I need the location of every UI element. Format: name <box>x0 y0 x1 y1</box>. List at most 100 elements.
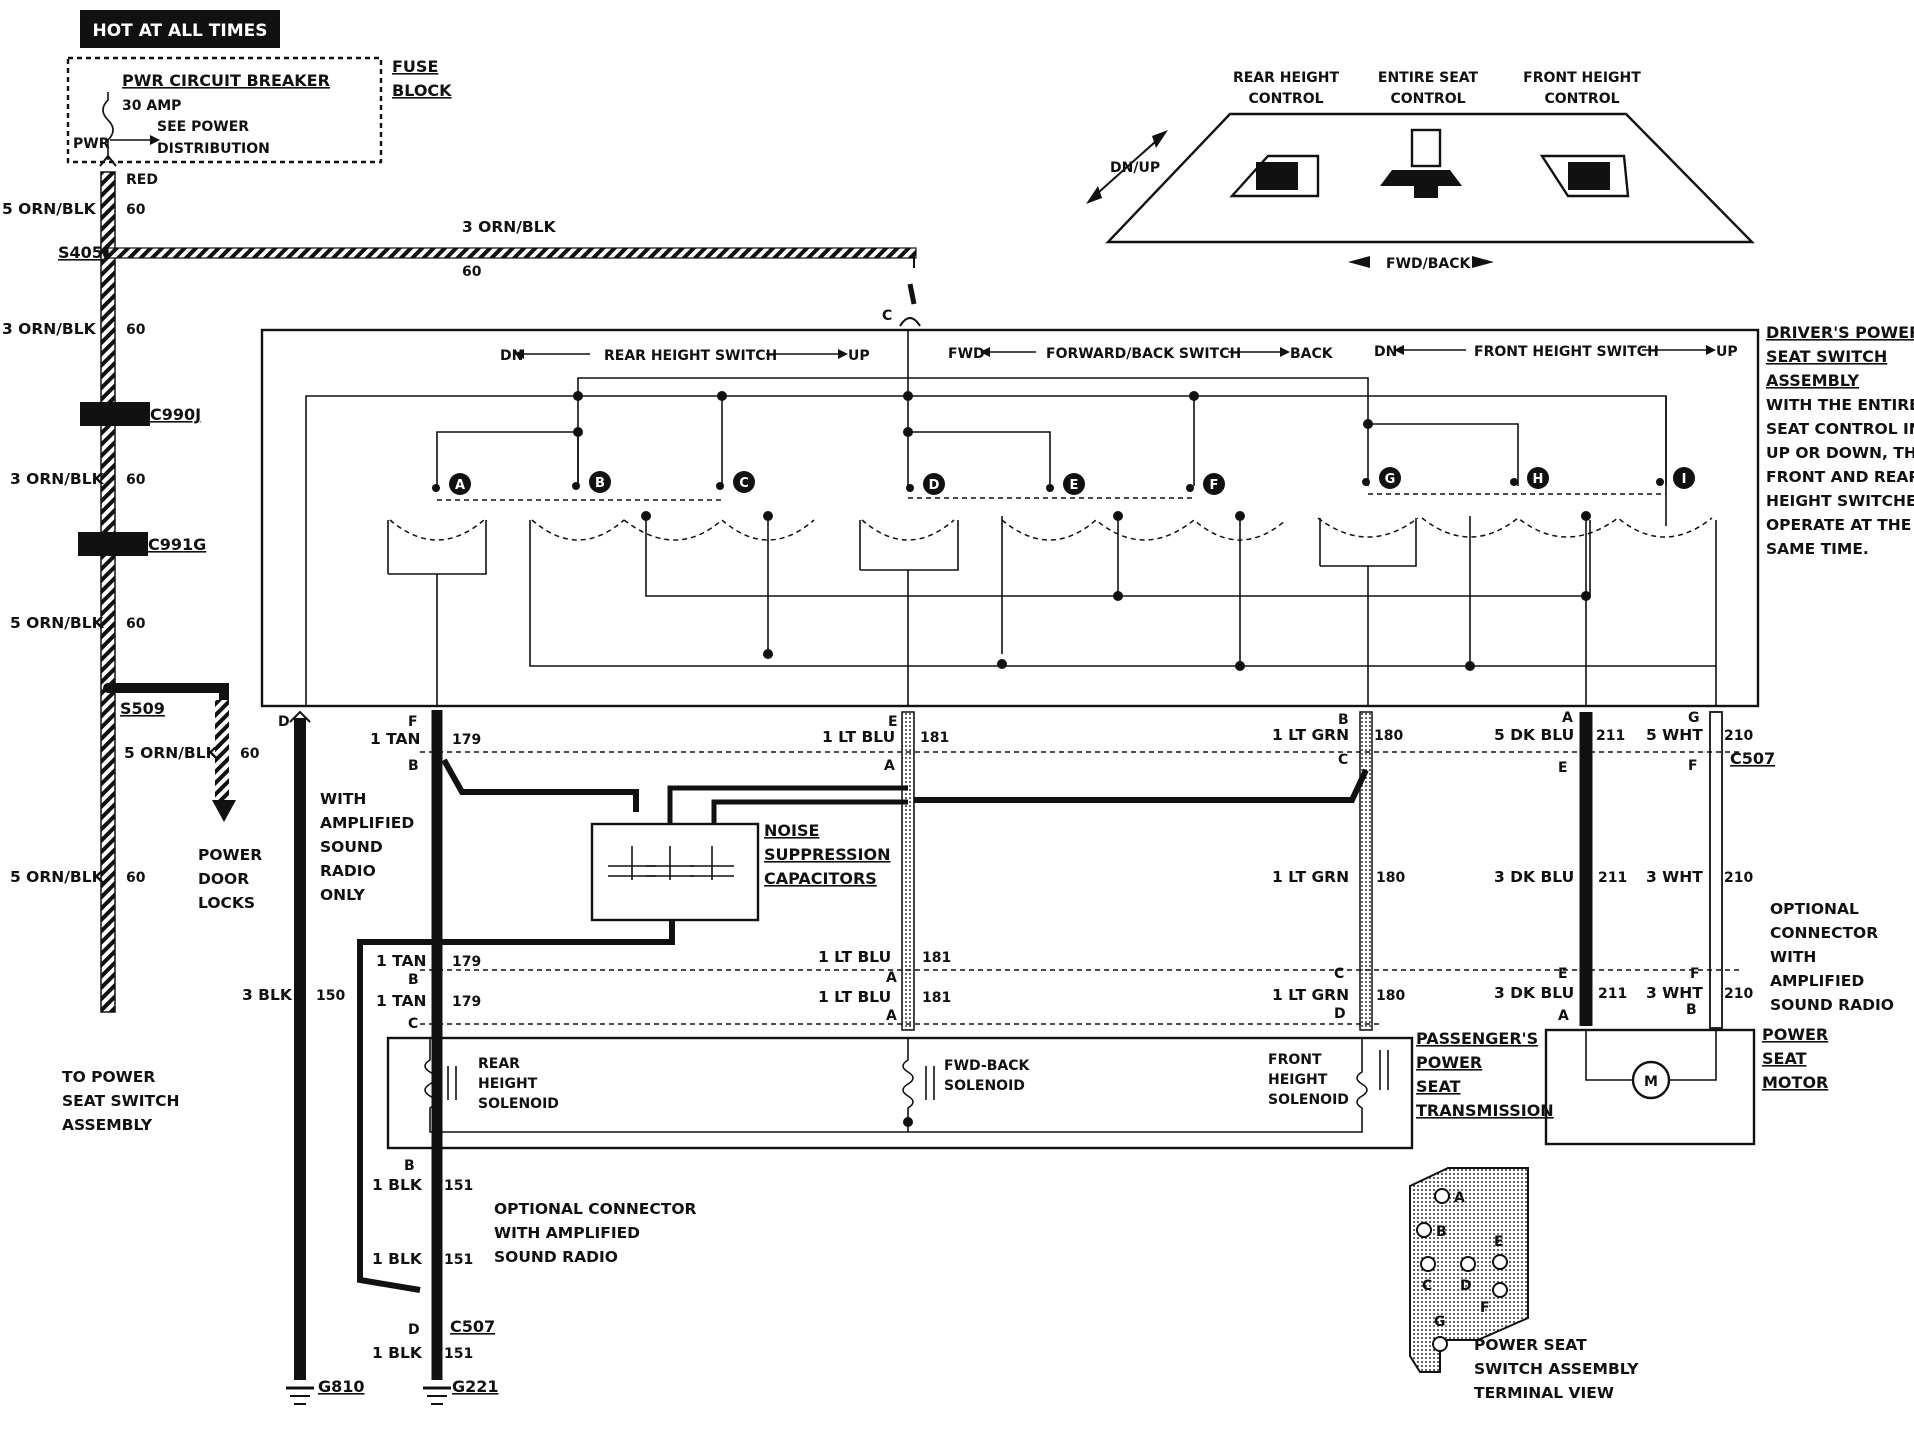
svg-text:60: 60 <box>240 746 260 762</box>
terminal-view: A B C D E F G POWER SEAT SWITCH ASSEMBLY… <box>1409 1167 1639 1402</box>
svg-text:DISTRIBUTION: DISTRIBUTION <box>157 141 270 157</box>
svg-text:POWER SEAT: POWER SEAT <box>1474 1336 1587 1354</box>
svg-text:210: 210 <box>1724 728 1753 744</box>
svg-text:C990J: C990J <box>150 405 201 424</box>
fuse-block: PWR CIRCUIT BREAKER 30 AMP SEE POWER DIS… <box>66 56 452 164</box>
svg-text:F: F <box>1690 966 1700 982</box>
contact-g-marker <box>1379 467 1401 489</box>
svg-text:SOLENOID: SOLENOID <box>944 1078 1025 1094</box>
svg-text:REAR: REAR <box>478 1056 520 1072</box>
svg-text:A: A <box>884 758 895 774</box>
svg-text:CONTROL: CONTROL <box>1544 91 1619 107</box>
contact-a-marker <box>449 473 471 495</box>
drivers-switch-assembly: DN REAR HEIGHT SWITCH UP FWD FORWARD/BAC… <box>260 323 1914 708</box>
svg-text:REAR HEIGHT: REAR HEIGHT <box>1233 70 1340 86</box>
svg-text:SWITCH ASSEMBLY: SWITCH ASSEMBLY <box>1474 1360 1639 1378</box>
svg-text:UP: UP <box>1716 344 1738 360</box>
svg-text:SEAT SWITCH: SEAT SWITCH <box>62 1092 179 1110</box>
svg-text:3 WHT: 3 WHT <box>1646 868 1703 886</box>
svg-text:S509: S509 <box>120 699 165 718</box>
svg-text:SOUND RADIO: SOUND RADIO <box>494 1248 618 1266</box>
contact-f-dot <box>1186 484 1194 492</box>
contact-i-label: I <box>1682 472 1687 487</box>
svg-text:181: 181 <box>922 950 951 966</box>
svg-text:SOLENOID: SOLENOID <box>478 1096 559 1112</box>
svg-text:ASSEMBLY: ASSEMBLY <box>1766 371 1859 390</box>
svg-text:MOTOR: MOTOR <box>1762 1073 1828 1092</box>
svg-text:FRONT HEIGHT SWITCH: FRONT HEIGHT SWITCH <box>1474 344 1659 360</box>
contact-d-dot <box>906 484 914 492</box>
svg-text:F: F <box>408 714 418 730</box>
svg-text:B: B <box>404 1158 415 1174</box>
svg-text:PASSENGER'S: PASSENGER'S <box>1416 1029 1538 1048</box>
svg-text:HOT AT ALL TIMES: HOT AT ALL TIMES <box>93 21 268 41</box>
contact-g-dot <box>1362 478 1370 486</box>
top-feed-wire: 3 ORN/BLK 60 C <box>107 218 921 327</box>
svg-text:1 BLK: 1 BLK <box>372 1176 423 1194</box>
power-seat-motor: M POWER SEAT MOTOR <box>1544 1025 1828 1146</box>
svg-text:3 ORN/BLK: 3 ORN/BLK <box>462 218 557 236</box>
svg-text:SEAT: SEAT <box>1762 1049 1807 1068</box>
svg-text:ENTIRE SEAT: ENTIRE SEAT <box>1378 70 1479 86</box>
svg-text:151: 151 <box>444 1178 473 1194</box>
svg-text:POWER: POWER <box>1762 1025 1828 1044</box>
svg-text:DRIVER'S POWER: DRIVER'S POWER <box>1766 323 1914 342</box>
contact-e-dot <box>1046 484 1054 492</box>
svg-text:60: 60 <box>126 870 146 886</box>
svg-text:FUSE: FUSE <box>392 57 438 76</box>
svg-text:5 ORN/BLK: 5 ORN/BLK <box>10 614 105 632</box>
svg-text:1 BLK: 1 BLK <box>372 1250 423 1268</box>
svg-text:181: 181 <box>920 730 949 746</box>
contact-f-marker <box>1203 473 1225 495</box>
svg-text:E: E <box>1494 1234 1504 1250</box>
svg-text:NOISE: NOISE <box>764 821 819 840</box>
svg-text:D: D <box>1334 1006 1346 1022</box>
svg-text:A: A <box>1562 710 1573 726</box>
svg-text:211: 211 <box>1596 728 1625 744</box>
svg-text:REAR HEIGHT SWITCH: REAR HEIGHT SWITCH <box>604 348 777 364</box>
svg-text:C507: C507 <box>1730 749 1775 768</box>
svg-text:FWD: FWD <box>948 346 985 362</box>
svg-text:POWER: POWER <box>1416 1053 1482 1072</box>
contact-d-label: D <box>929 478 940 493</box>
svg-text:LOCKS: LOCKS <box>198 894 255 912</box>
contact-d-marker <box>923 473 945 495</box>
svg-text:180: 180 <box>1374 728 1403 744</box>
svg-text:FWD/BACK: FWD/BACK <box>1386 256 1472 272</box>
svg-text:PWR CIRCUIT BREAKER: PWR CIRCUIT BREAKER <box>122 71 330 90</box>
svg-text:OPTIONAL: OPTIONAL <box>1770 900 1859 918</box>
svg-text:D: D <box>408 1322 420 1338</box>
svg-text:CAPACITORS: CAPACITORS <box>764 869 877 888</box>
svg-text:F: F <box>1688 758 1698 774</box>
svg-text:ONLY: ONLY <box>320 886 366 904</box>
svg-text:PWR: PWR <box>73 136 110 152</box>
hot-at-all-times-banner: HOT AT ALL TIMES <box>80 10 280 48</box>
contact-a-dot <box>432 484 440 492</box>
svg-text:FRONT AND REAR: FRONT AND REAR <box>1766 468 1914 486</box>
svg-text:G: G <box>1688 710 1700 726</box>
svg-text:BLOCK: BLOCK <box>392 81 452 100</box>
contact-b-label: B <box>595 476 605 491</box>
svg-text:D: D <box>278 714 290 730</box>
svg-text:G221: G221 <box>452 1377 499 1396</box>
svg-text:C: C <box>1422 1278 1432 1294</box>
svg-text:1 LT BLU: 1 LT BLU <box>822 728 895 746</box>
contact-b-dot <box>572 482 580 490</box>
svg-text:SEE POWER: SEE POWER <box>157 119 249 135</box>
svg-text:60: 60 <box>126 202 146 218</box>
svg-text:AMPLIFIED: AMPLIFIED <box>320 814 414 832</box>
svg-text:UP OR DOWN, THE: UP OR DOWN, THE <box>1766 444 1914 462</box>
svg-text:B: B <box>1338 712 1349 728</box>
svg-text:A: A <box>1558 1008 1569 1024</box>
door-locks-branch: 5 ORN/BLK 60 POWER DOOR LOCKS <box>108 683 262 912</box>
svg-text:5 WHT: 5 WHT <box>1646 726 1703 744</box>
svg-text:M: M <box>1644 1074 1658 1090</box>
contact-e-label: E <box>1070 478 1079 493</box>
svg-text:A: A <box>886 970 897 986</box>
svg-text:RADIO: RADIO <box>320 862 376 880</box>
svg-text:A: A <box>886 1008 897 1024</box>
svg-text:E: E <box>1558 760 1568 776</box>
svg-text:FRONT HEIGHT: FRONT HEIGHT <box>1523 70 1641 86</box>
contact-h-marker <box>1527 467 1549 489</box>
svg-text:210: 210 <box>1724 870 1753 886</box>
